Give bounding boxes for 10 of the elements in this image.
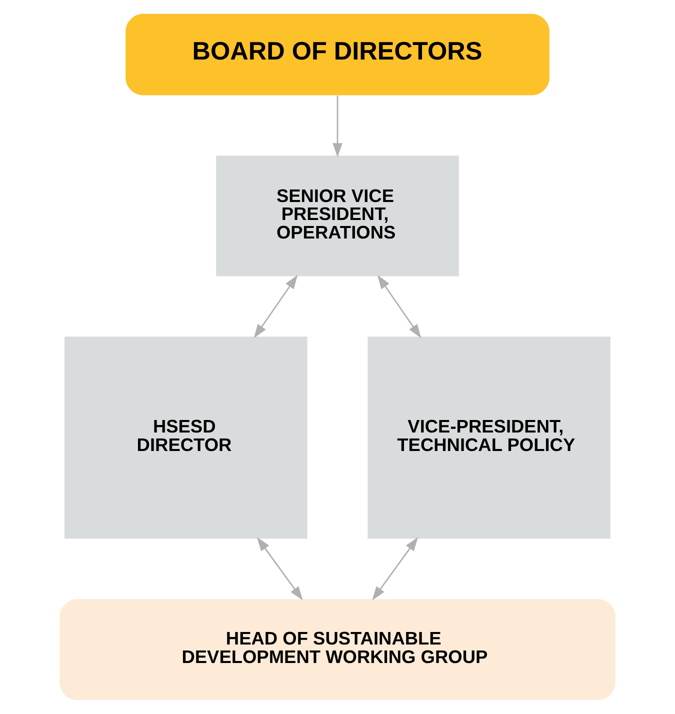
arrow <box>254 274 298 338</box>
arrow <box>256 537 303 600</box>
arrow <box>372 537 418 600</box>
node-box: HSESD DIRECTOR <box>64 336 308 539</box>
arrow <box>377 274 422 338</box>
node-box: BOARD OF DIRECTORS <box>126 14 550 96</box>
node-box: HEAD OF SUSTAINABLE DEVELOPMENT WORKING GROUP <box>60 599 616 700</box>
node-box: SENIOR VICE PRESIDENT, OPERATIONS <box>216 156 459 276</box>
node-box: VICE-PRESIDENT, TECHNICAL POLICY <box>368 336 610 539</box>
arrow <box>332 96 342 158</box>
